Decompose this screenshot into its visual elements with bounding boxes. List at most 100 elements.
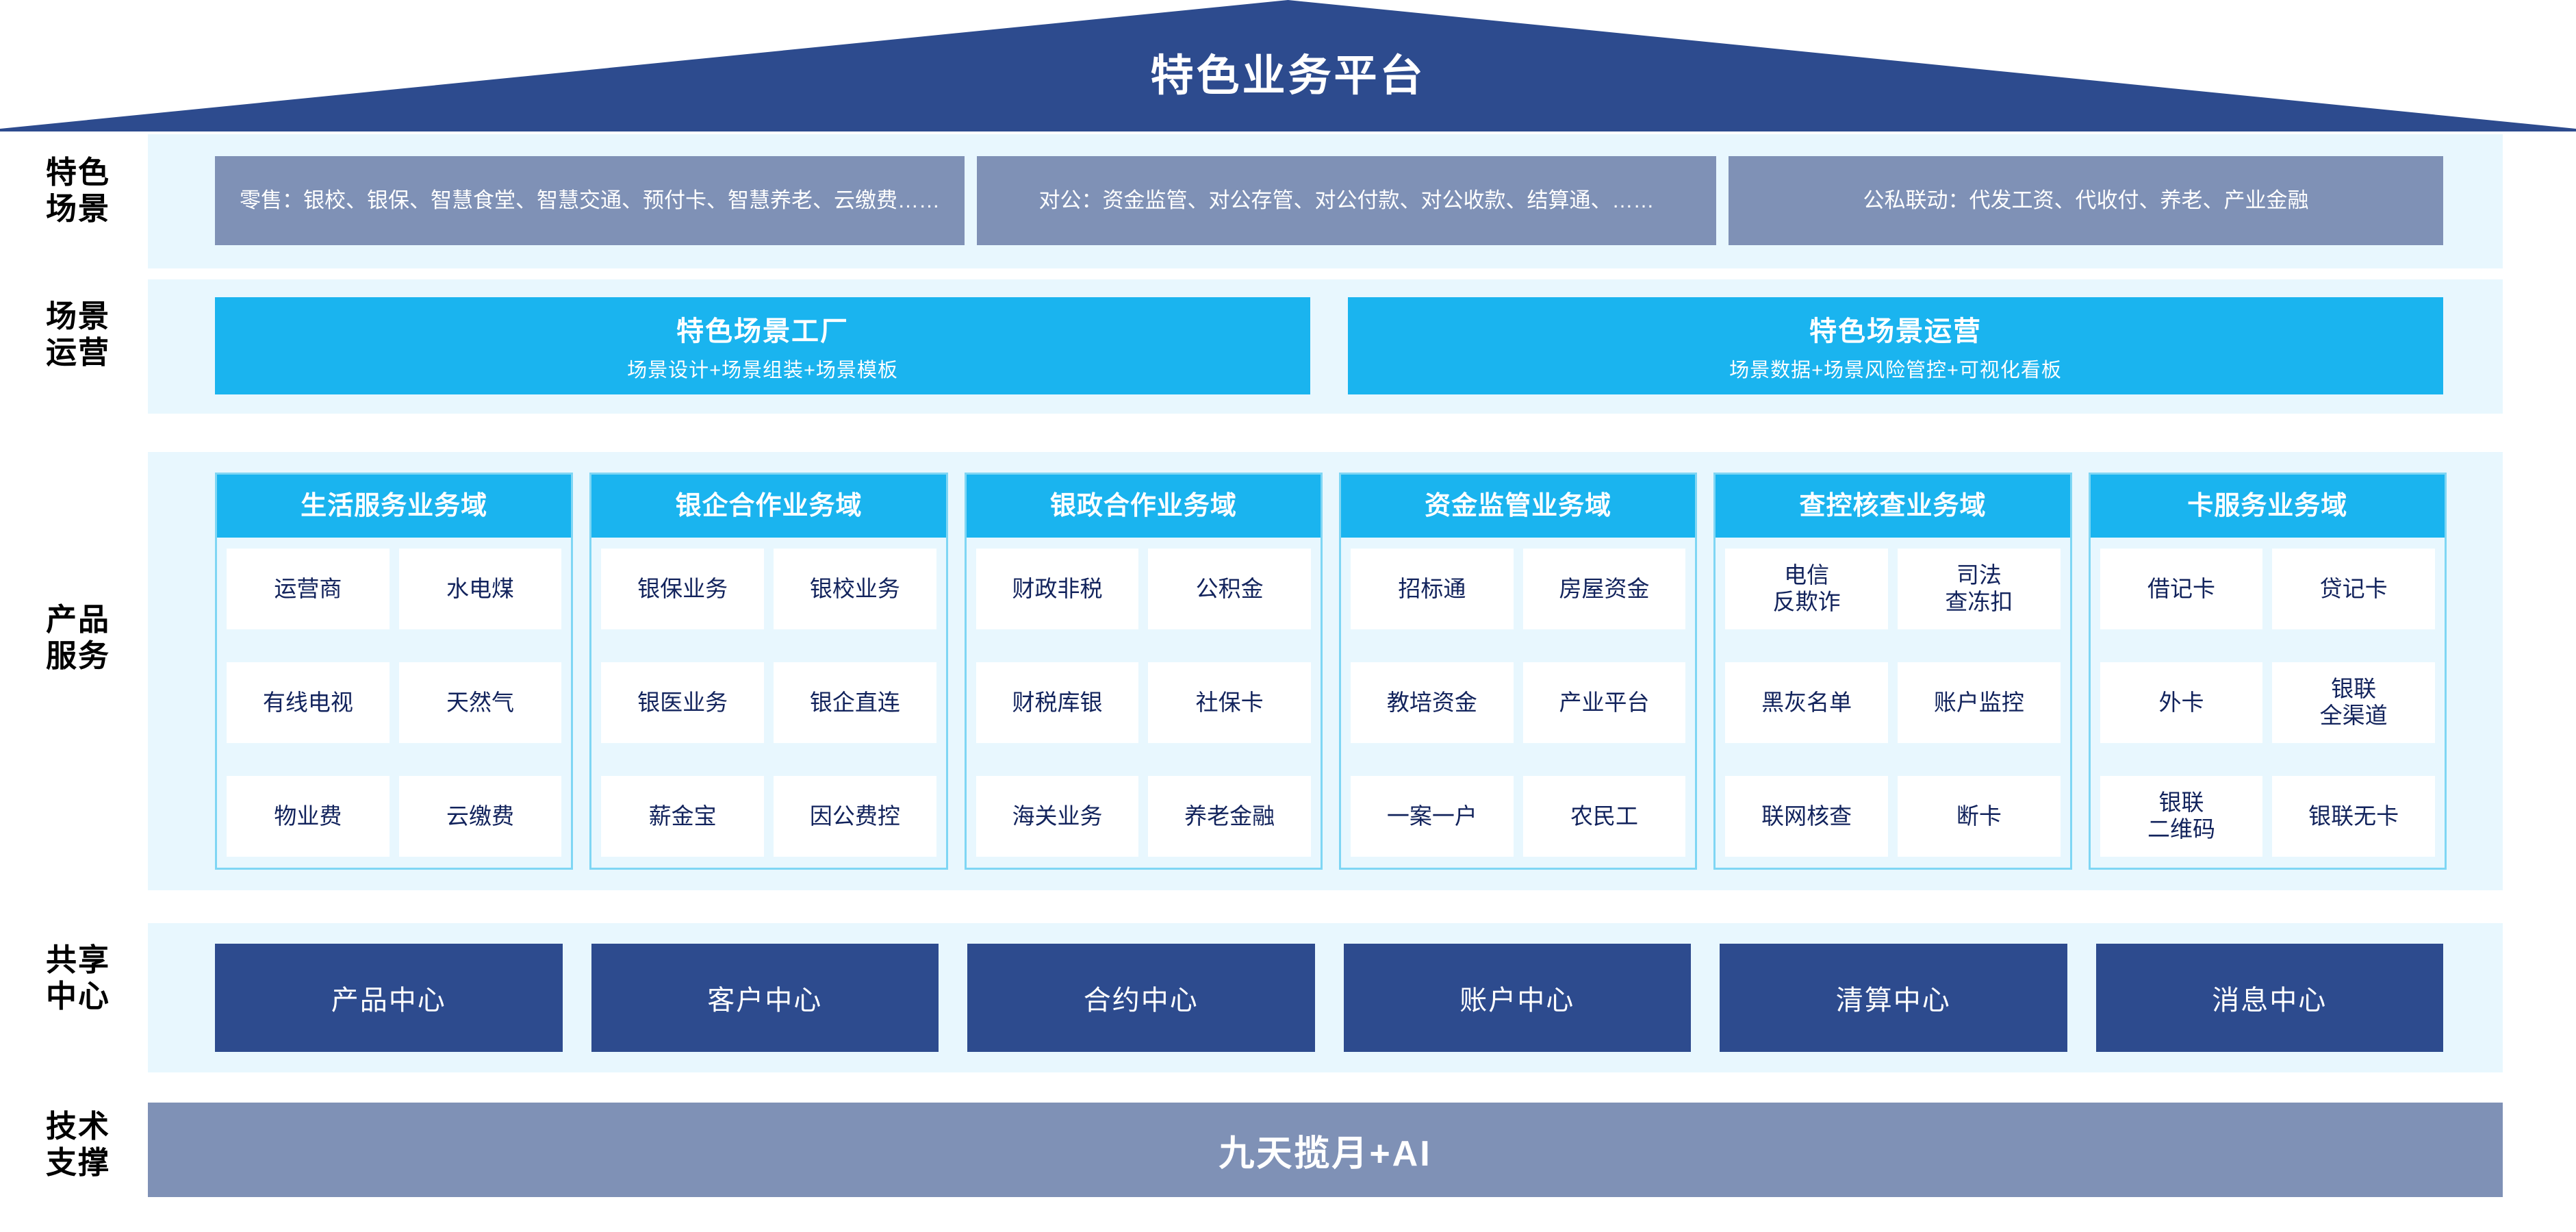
domain-item-row: 有线电视天然气 <box>227 662 562 743</box>
domain-panel: 卡服务业务域借记卡贷记卡外卡银联 全渠道银联 二维码银联无卡 <box>2088 473 2447 870</box>
domain-item-row: 一案一户农民工 <box>1350 776 1686 857</box>
domain-panel: 银企合作业务域银保业务银校业务银医业务银企直连薪金宝因公费控 <box>589 473 948 870</box>
domain-item[interactable]: 断卡 <box>1897 776 2061 857</box>
scenario-chip-retail[interactable]: 零售：银校、银保、智慧食堂、智慧交通、预付卡、智慧养老、云缴费…… <box>215 156 965 245</box>
domain-item-row: 银保业务银校业务 <box>601 549 936 629</box>
domain-panel-body: 财政非税公积金财税库银社保卡海关业务养老金融 <box>967 538 1321 868</box>
domain-panel-body: 运营商水电煤有线电视天然气物业费云缴费 <box>217 538 571 868</box>
domain-item-row: 外卡银联 全渠道 <box>2100 662 2435 743</box>
domain-item[interactable]: 养老金融 <box>1148 776 1311 857</box>
operations-card-operation[interactable]: 特色场景运营 场景数据+场景风险管控+可视化看板 <box>1348 297 2443 394</box>
row-label-products: 产品 服务 <box>45 602 110 674</box>
domain-item[interactable]: 银保业务 <box>601 549 764 629</box>
domain-item[interactable]: 物业费 <box>227 776 390 857</box>
shared-center-card[interactable]: 产品中心 <box>215 944 563 1052</box>
domain-item[interactable]: 银联 全渠道 <box>2272 662 2435 743</box>
domain-item[interactable]: 薪金宝 <box>601 776 764 857</box>
domain-item[interactable]: 教培资金 <box>1350 662 1514 743</box>
shared-center-list: 产品中心客户中心合约中心账户中心清算中心消息中心 <box>215 944 2443 1052</box>
operations-card-list: 特色场景工厂 场景设计+场景组装+场景模板 特色场景运营 场景数据+场景风险管控… <box>215 297 2443 394</box>
domain-panel-title: 资金监管业务域 <box>1340 475 1696 538</box>
domain-item-row: 银联 二维码银联无卡 <box>2100 776 2435 857</box>
domain-item[interactable]: 财政非税 <box>975 549 1139 629</box>
page-title: 特色业务平台 <box>1150 52 1426 100</box>
scenario-chip-linkage[interactable]: 公私联动：代发工资、代收付、养老、产业金融 <box>1729 156 2443 245</box>
domain-item[interactable]: 电信 反欺诈 <box>1725 549 1888 629</box>
tech-support-bar[interactable]: 九天揽月+AI <box>148 1103 2503 1197</box>
domain-item-row: 借记卡贷记卡 <box>2100 549 2435 629</box>
domain-item-row: 黑灰名单账户监控 <box>1725 662 2061 743</box>
row-label-scenarios: 特色 场景 <box>45 155 110 227</box>
roof-shape <box>0 0 2576 131</box>
domain-panel-list: 生活服务业务域运营商水电煤有线电视天然气物业费云缴费银企合作业务域银保业务银校业… <box>215 473 2447 870</box>
domain-item[interactable]: 公积金 <box>1148 549 1311 629</box>
domain-panel-body: 银保业务银校业务银医业务银企直连薪金宝因公费控 <box>591 538 945 868</box>
domain-item-row: 财政非税公积金 <box>975 549 1311 629</box>
roof-banner: 特色业务平台 <box>0 0 2576 131</box>
operations-card-factory-title: 特色场景工厂 <box>676 316 849 347</box>
row-label-shared: 共享 中心 <box>45 942 110 1014</box>
domain-item[interactable]: 财税库银 <box>975 662 1139 743</box>
domain-panel-title: 银企合作业务域 <box>591 475 946 538</box>
domain-item-row: 财税库银社保卡 <box>975 662 1311 743</box>
domain-item[interactable]: 社保卡 <box>1148 662 1311 743</box>
domain-item-row: 联网核查断卡 <box>1725 776 2061 857</box>
domain-item[interactable]: 借记卡 <box>2100 549 2263 629</box>
domain-panel: 资金监管业务域招标通房屋资金教培资金产业平台一案一户农民工 <box>1338 473 1698 870</box>
domain-panel: 生活服务业务域运营商水电煤有线电视天然气物业费云缴费 <box>215 473 574 870</box>
domain-item[interactable]: 银企直连 <box>774 662 936 743</box>
scenario-chip-corporate[interactable]: 对公：资金监管、对公存管、对公付款、对公收款、结算通、…… <box>977 156 1716 245</box>
domain-item[interactable]: 有线电视 <box>227 662 390 743</box>
shared-center-card[interactable]: 合约中心 <box>967 944 1315 1052</box>
domain-item[interactable]: 司法 查冻扣 <box>1897 549 2061 629</box>
domain-item[interactable]: 账户监控 <box>1897 662 2061 743</box>
row-label-tech: 技术 支撑 <box>45 1109 110 1181</box>
domain-item[interactable]: 银联无卡 <box>2272 776 2435 857</box>
domain-item-row: 电信 反欺诈司法 查冻扣 <box>1725 549 2061 629</box>
operations-card-operation-title: 特色场景运营 <box>1809 316 1982 347</box>
domain-item[interactable]: 银医业务 <box>601 662 764 743</box>
domain-panel-body: 招标通房屋资金教培资金产业平台一案一户农民工 <box>1341 538 1695 868</box>
domain-item-row: 招标通房屋资金 <box>1350 549 1686 629</box>
domain-item[interactable]: 产业平台 <box>1522 662 1686 743</box>
operations-card-factory-subtitle: 场景设计+场景组装+场景模板 <box>627 360 898 381</box>
shared-center-card[interactable]: 账户中心 <box>1343 944 1691 1052</box>
domain-item-row: 银医业务银企直连 <box>601 662 936 743</box>
domain-item[interactable]: 云缴费 <box>398 776 562 857</box>
domain-panel: 查控核查业务域电信 反欺诈司法 查冻扣黑灰名单账户监控联网核查断卡 <box>1713 473 2072 870</box>
domain-panel-title: 查控核查业务域 <box>1716 475 2070 538</box>
row-label-operations: 场景 运营 <box>45 299 110 370</box>
domain-item[interactable]: 因公费控 <box>774 776 936 857</box>
domain-item[interactable]: 房屋资金 <box>1522 549 1686 629</box>
scenario-chip-list: 零售：银校、银保、智慧食堂、智慧交通、预付卡、智慧养老、云缴费…… 对公：资金监… <box>215 156 2443 245</box>
domain-item-row: 物业费云缴费 <box>227 776 562 857</box>
domain-item[interactable]: 外卡 <box>2100 662 2263 743</box>
domain-item[interactable]: 贷记卡 <box>2272 549 2435 629</box>
domain-item[interactable]: 黑灰名单 <box>1725 662 1888 743</box>
shared-center-card[interactable]: 消息中心 <box>2095 944 2443 1052</box>
domain-item[interactable]: 银校业务 <box>774 549 936 629</box>
domain-panel-title: 生活服务业务域 <box>217 475 572 538</box>
domain-panel-body: 借记卡贷记卡外卡银联 全渠道银联 二维码银联无卡 <box>2091 538 2445 868</box>
domain-item-row: 运营商水电煤 <box>227 549 562 629</box>
domain-item[interactable]: 一案一户 <box>1350 776 1514 857</box>
domain-item[interactable]: 招标通 <box>1350 549 1514 629</box>
shared-center-card[interactable]: 清算中心 <box>1720 944 2067 1052</box>
domain-item-row: 教培资金产业平台 <box>1350 662 1686 743</box>
shared-center-card[interactable]: 客户中心 <box>591 944 939 1052</box>
domain-panel: 银政合作业务域财政非税公积金财税库银社保卡海关业务养老金融 <box>964 473 1323 870</box>
domain-item[interactable]: 海关业务 <box>975 776 1139 857</box>
domain-item[interactable]: 联网核查 <box>1725 776 1888 857</box>
domain-item-row: 海关业务养老金融 <box>975 776 1311 857</box>
operations-card-factory[interactable]: 特色场景工厂 场景设计+场景组装+场景模板 <box>215 297 1310 394</box>
domain-item[interactable]: 运营商 <box>227 549 390 629</box>
domain-item[interactable]: 天然气 <box>398 662 562 743</box>
domain-item[interactable]: 农民工 <box>1522 776 1686 857</box>
domain-item[interactable]: 水电煤 <box>398 549 562 629</box>
domain-panel-body: 电信 反欺诈司法 查冻扣黑灰名单账户监控联网核查断卡 <box>1716 538 2069 868</box>
domain-panel-title: 银政合作业务域 <box>966 475 1321 538</box>
domain-item[interactable]: 银联 二维码 <box>2100 776 2263 857</box>
operations-card-operation-subtitle: 场景数据+场景风险管控+可视化看板 <box>1729 360 2062 381</box>
domain-item-row: 薪金宝因公费控 <box>601 776 936 857</box>
